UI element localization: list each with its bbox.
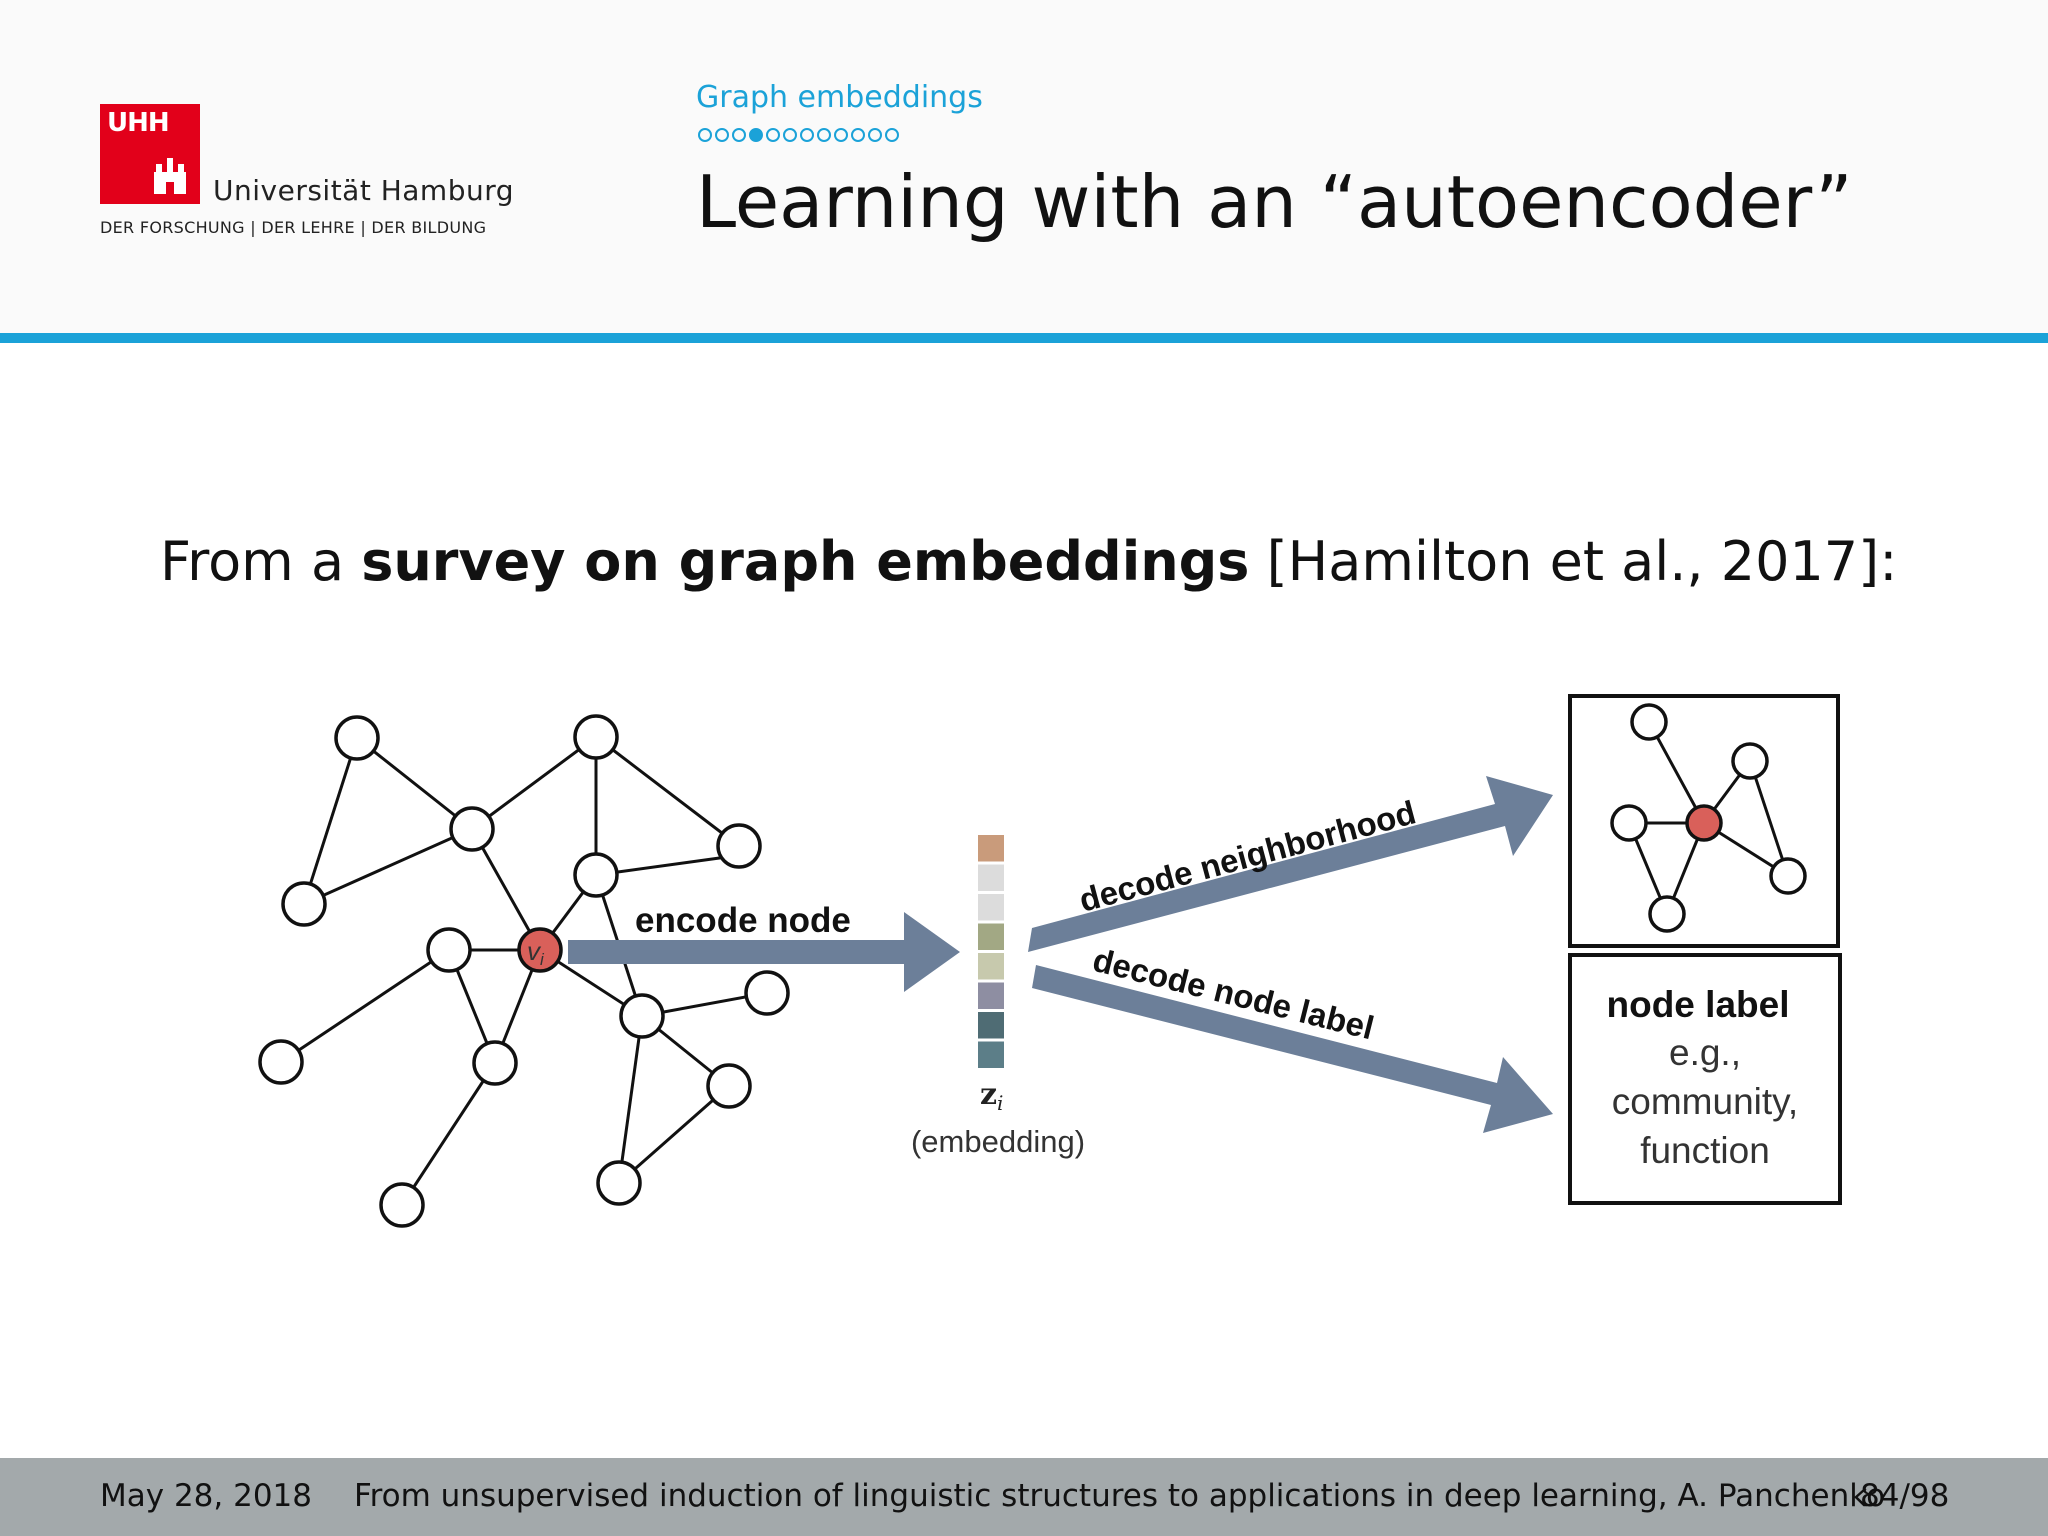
graph-node (573, 852, 619, 898)
embedding-cell (978, 864, 1004, 891)
graph-node (744, 970, 790, 1016)
footer-talk-title: From unsupervised induction of linguisti… (354, 1478, 1886, 1514)
embedding-symbol: zi (980, 1077, 1003, 1115)
progress-dot (800, 128, 814, 142)
slide-header (0, 0, 2048, 335)
progress-dot (698, 128, 712, 142)
target-node-vi (517, 927, 563, 973)
slide-title: Learning with an “autoencoder” (696, 160, 1853, 244)
progress-dot (715, 128, 729, 142)
output-line-2: community, (1612, 1081, 1798, 1122)
output-line-3: function (1640, 1130, 1770, 1171)
graph-node (573, 714, 619, 760)
logo-emblem: UHH (100, 104, 200, 204)
graph-node (1731, 742, 1769, 780)
embedding-cell (978, 923, 1004, 950)
progress-dot (732, 128, 746, 142)
graph-node (379, 1182, 425, 1228)
lead-citation: [Hamilton et al., 2017]: (1249, 530, 1898, 593)
university-logo: UHH Universität Hamburg DER FORSCHUNG | … (100, 104, 520, 244)
lead-bold: survey on graph embeddings (361, 530, 1250, 593)
lead-sentence: From a survey on graph embeddings [Hamil… (160, 530, 1897, 593)
input-graph-edges (280, 735, 768, 1206)
embedding-cell (978, 835, 1004, 862)
graph-node (1769, 857, 1807, 895)
graph-node (1630, 703, 1668, 741)
logo-mark: UHH (107, 108, 170, 138)
castle-icon (154, 158, 186, 194)
university-name: Universität Hamburg (213, 174, 515, 207)
graph-node (426, 927, 472, 973)
graph-node (449, 806, 495, 852)
progress-dot (766, 128, 780, 142)
section-title: Graph embeddings (696, 80, 983, 115)
footer-page-number: 84/98 (1860, 1478, 1950, 1514)
progress-dot (783, 128, 797, 142)
embedding-vector (978, 835, 1004, 1068)
input-graph-nodes (258, 714, 790, 1228)
graph-node (334, 715, 380, 761)
graph-node (596, 1160, 642, 1206)
progress-dot-current (749, 128, 763, 142)
graph-node (716, 823, 762, 869)
progress-dot (885, 128, 899, 142)
embedding-cell (978, 1041, 1004, 1068)
embedding-cell (978, 982, 1004, 1009)
embedding-cell (978, 894, 1004, 921)
embedding-caption: (embedding) (911, 1124, 1085, 1159)
encode-arrow (568, 912, 960, 992)
progress-dot (817, 128, 831, 142)
target-node-label: vi (527, 936, 545, 969)
graph-node (1610, 804, 1648, 842)
progress-dot (851, 128, 865, 142)
graph-node (472, 1040, 518, 1086)
encode-label: encode node (635, 901, 851, 940)
decode-label-arrow (1032, 965, 1553, 1133)
slide-footer: May 28, 2018 From unsupervised induction… (0, 1458, 2048, 1536)
output-line-1: e.g., (1669, 1032, 1741, 1073)
section-progress-dots (698, 128, 899, 142)
graph-node (1648, 895, 1686, 933)
decode-neighborhood-arrow (1028, 776, 1553, 952)
footer-date: May 28, 2018 (100, 1478, 312, 1514)
university-motto: DER FORSCHUNG | DER LEHRE | DER BILDUNG (100, 218, 487, 237)
output-target-node (1685, 804, 1723, 842)
progress-dot (868, 128, 882, 142)
graph-node (258, 1039, 304, 1085)
progress-dot (834, 128, 848, 142)
header-divider (0, 333, 2048, 343)
label-output-box (1568, 953, 1842, 1205)
graph-node (281, 881, 327, 927)
output-title: node label (1607, 984, 1790, 1025)
embedding-cell (978, 1012, 1004, 1039)
graph-node (706, 1063, 752, 1109)
embedding-cell (978, 953, 1004, 980)
graph-node (619, 993, 665, 1039)
output-graph-nodes (1610, 703, 1807, 933)
lead-prefix: From a (160, 530, 362, 593)
